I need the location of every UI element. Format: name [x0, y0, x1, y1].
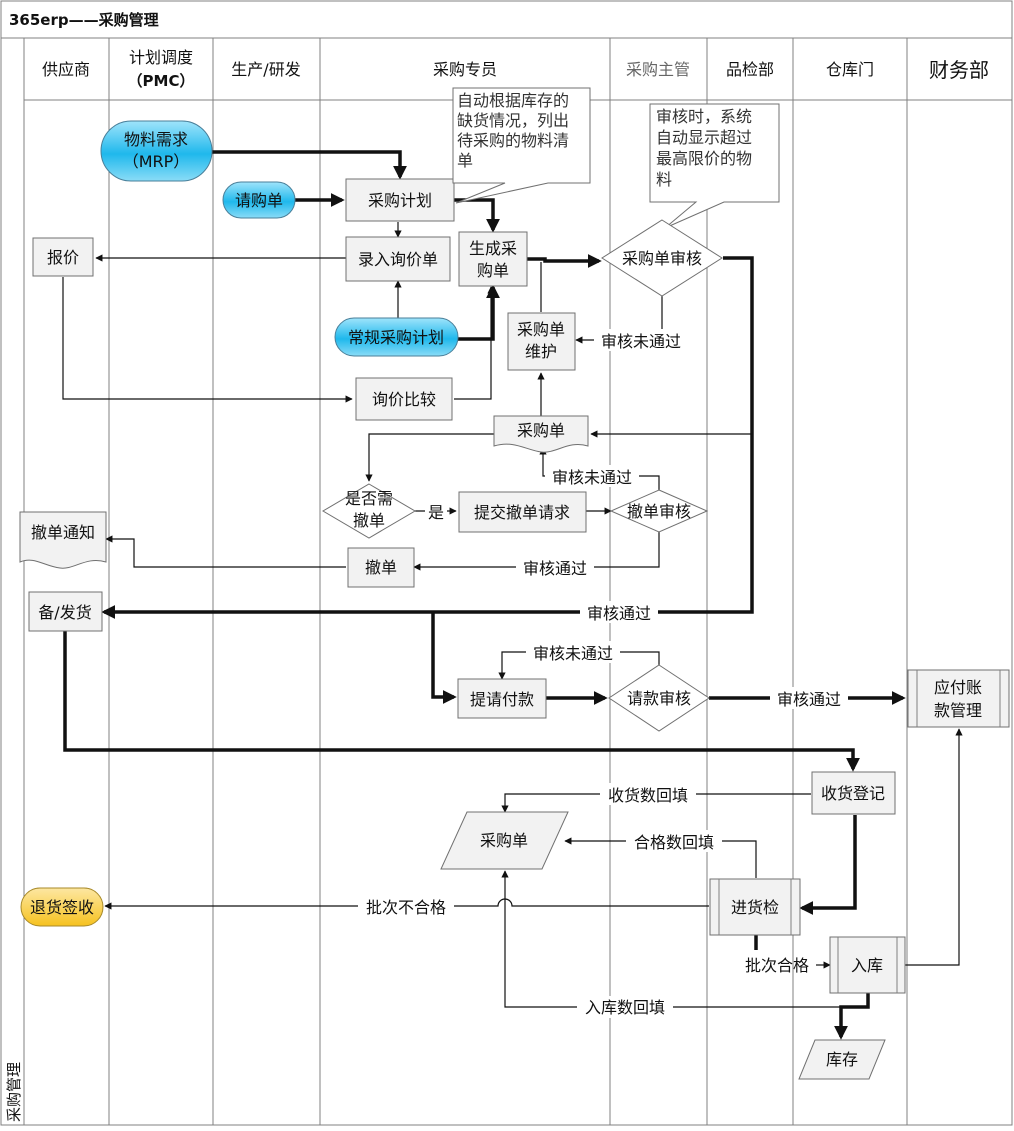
svg-text:采购单审核: 采购单审核 [622, 249, 702, 268]
label-passed-2: 审核通过 [587, 604, 651, 623]
node-cancel-notice: 撤单通知 [19, 511, 107, 569]
lane-pmc-sub: （PMC） [128, 72, 195, 90]
label-batch-fail: 批次不合格 [366, 898, 446, 917]
node-pay-review: 请款审核 [608, 664, 710, 732]
svg-text:待采购的物料清: 待采购的物料清 [457, 131, 569, 150]
node-po-document: 采购单 [493, 415, 589, 453]
node-mrp: 物料需求 （MRP） [100, 120, 213, 182]
svg-text:撤单通知: 撤单通知 [31, 523, 95, 542]
node-submit-cancel: 提交撤单请求 [458, 491, 587, 533]
svg-text:提交撤单请求: 提交撤单请求 [474, 503, 570, 522]
svg-text:缺货情况，列出: 缺货情况，列出 [457, 111, 569, 130]
note-auto-list: 自动根据库存的 缺货情况，列出 待采购的物料清 单 [452, 87, 591, 204]
node-po-data: 采购单 [440, 811, 569, 870]
svg-text:提请付款: 提请付款 [470, 690, 534, 709]
node-stock-in: 入库 [829, 936, 906, 994]
node-po-maintenance: 采购单 维护 [507, 312, 576, 371]
node-return: 退货签收 [20, 887, 104, 927]
node-accounts-payable: 应付账 款管理 [907, 669, 1010, 728]
node-receive: 收货登记 [811, 771, 896, 815]
svg-text:报价: 报价 [47, 248, 79, 267]
svg-text:采购单: 采购单 [517, 320, 565, 339]
svg-text:维护: 维护 [525, 342, 557, 361]
svg-text:库存: 库存 [826, 1050, 858, 1069]
node-cancel-review: 撤单审核 [609, 489, 709, 533]
lane-qc: 品检部 [726, 60, 774, 79]
svg-text:采购单: 采购单 [480, 831, 528, 850]
diagram-title: 365erp——采购管理 [9, 11, 159, 29]
svg-text:采购计划: 采购计划 [368, 191, 432, 210]
svg-text:退货签收: 退货签收 [30, 898, 94, 917]
svg-text:请款审核: 请款审核 [627, 689, 691, 708]
label-stockin-back: 入库数回填 [585, 998, 665, 1017]
lane-production: 生产/研发 [231, 60, 300, 79]
node-purchase-plan: 采购计划 [345, 178, 455, 222]
node-ship: 备/发货 [28, 591, 103, 632]
svg-text:单: 单 [457, 151, 473, 170]
svg-text:采购单: 采购单 [517, 421, 565, 440]
node-pay-request: 提请付款 [457, 678, 547, 719]
lane-warehouse: 仓库门 [826, 60, 874, 79]
svg-text:请购单: 请购单 [235, 191, 283, 210]
node-inquiry: 录入询价单 [345, 236, 451, 282]
label-not-passed-2: 审核未通过 [552, 468, 632, 487]
node-po-review: 采购单审核 [601, 219, 723, 297]
svg-text:自动显示超过: 自动显示超过 [656, 128, 752, 147]
node-need-cancel: 是否需 撤单 [322, 483, 416, 539]
note-price-limit: 审核时，系统 自动显示超过 最高限价的物 料 [649, 103, 780, 229]
svg-text:自动根据库存的: 自动根据库存的 [457, 91, 569, 110]
svg-text:款管理: 款管理 [934, 701, 982, 720]
node-compare: 询价比较 [355, 377, 453, 421]
node-request: 请购单 [222, 181, 296, 219]
lane-supplier: 供应商 [42, 60, 90, 79]
node-regular-plan: 常规采购计划 [334, 317, 459, 357]
svg-text:购单: 购单 [477, 261, 509, 280]
label-recv-back: 收货数回填 [608, 786, 688, 805]
svg-text:询价比较: 询价比较 [372, 390, 436, 409]
svg-text:是否需: 是否需 [345, 489, 393, 508]
svg-text:审核时，系统: 审核时，系统 [656, 107, 752, 126]
label-yes: 是 [428, 503, 444, 522]
lane-buyer: 采购专员 [433, 60, 497, 79]
svg-text:录入询价单: 录入询价单 [358, 250, 438, 269]
label-batch-ok: 批次合格 [745, 956, 809, 975]
node-inspect: 进货检 [709, 878, 801, 936]
svg-text:备/发货: 备/发货 [38, 603, 91, 622]
lane-finance: 财务部 [929, 58, 989, 82]
svg-text:最高限价的物: 最高限价的物 [656, 149, 752, 168]
label-not-passed-1: 审核未通过 [601, 332, 681, 351]
svg-text:撤单: 撤单 [365, 558, 397, 577]
svg-text:进货检: 进货检 [731, 898, 779, 917]
side-label: 采购管理 [5, 1062, 23, 1122]
label-qualified-back: 合格数回填 [634, 833, 714, 852]
svg-text:（MRP）: （MRP） [123, 152, 190, 171]
label-passed-3: 审核通过 [777, 690, 841, 709]
lane-buy-manager: 采购主管 [626, 60, 690, 79]
svg-text:收货登记: 收货登记 [821, 784, 885, 803]
svg-text:料: 料 [656, 170, 672, 189]
svg-text:应付账: 应付账 [934, 678, 982, 697]
svg-text:入库: 入库 [851, 956, 883, 975]
svg-text:撤单审核: 撤单审核 [627, 502, 691, 521]
node-quote: 报价 [32, 237, 94, 277]
lane-pmc: 计划调度 [129, 48, 193, 67]
node-inventory: 库存 [798, 1039, 886, 1080]
svg-text:撤单: 撤单 [353, 511, 385, 530]
node-cancel: 撤单 [347, 547, 415, 588]
svg-text:生成采: 生成采 [469, 239, 517, 258]
svg-text:物料需求: 物料需求 [124, 130, 188, 149]
node-generate-po: 生成采 购单 [458, 231, 528, 287]
label-not-passed-3: 审核未通过 [533, 644, 613, 663]
svg-text:常规采购计划: 常规采购计划 [348, 328, 444, 347]
label-passed-1: 审核通过 [523, 559, 587, 578]
